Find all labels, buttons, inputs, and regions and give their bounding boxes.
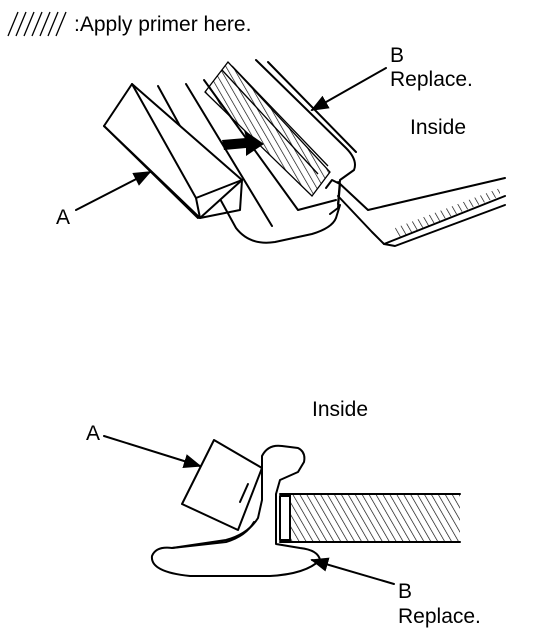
top-glass-panel bbox=[337, 177, 506, 247]
top-label-b-note: Replace. bbox=[390, 68, 473, 91]
bottom-label-a: A bbox=[86, 422, 100, 445]
bottom-glass bbox=[279, 493, 461, 543]
top-view: A B Replace. Inside bbox=[56, 44, 506, 247]
bottom-callout-b-line bbox=[310, 557, 395, 585]
bottom-view: A B Replace. Inside bbox=[86, 398, 481, 628]
top-primer-area bbox=[204, 60, 331, 197]
bottom-callout-a-line bbox=[103, 435, 202, 469]
legend-text: :Apply primer here. bbox=[74, 13, 251, 36]
bottom-label-b: B bbox=[398, 580, 412, 603]
top-part-a bbox=[103, 83, 243, 219]
hatch-swatch-icon bbox=[4, 10, 70, 38]
top-label-a: A bbox=[56, 206, 70, 229]
bottom-label-b-note: Replace. bbox=[398, 605, 481, 628]
top-insert-arrow-icon bbox=[222, 130, 264, 156]
bottom-label-inside: Inside bbox=[312, 398, 368, 421]
top-callout-b-line bbox=[310, 67, 387, 111]
bottom-molding-b bbox=[150, 444, 321, 577]
top-label-inside: Inside bbox=[410, 116, 466, 139]
top-label-b: B bbox=[390, 44, 404, 67]
top-callout-a-line bbox=[75, 171, 152, 211]
legend: :Apply primer here. bbox=[4, 10, 251, 38]
bottom-part-a bbox=[181, 439, 263, 531]
